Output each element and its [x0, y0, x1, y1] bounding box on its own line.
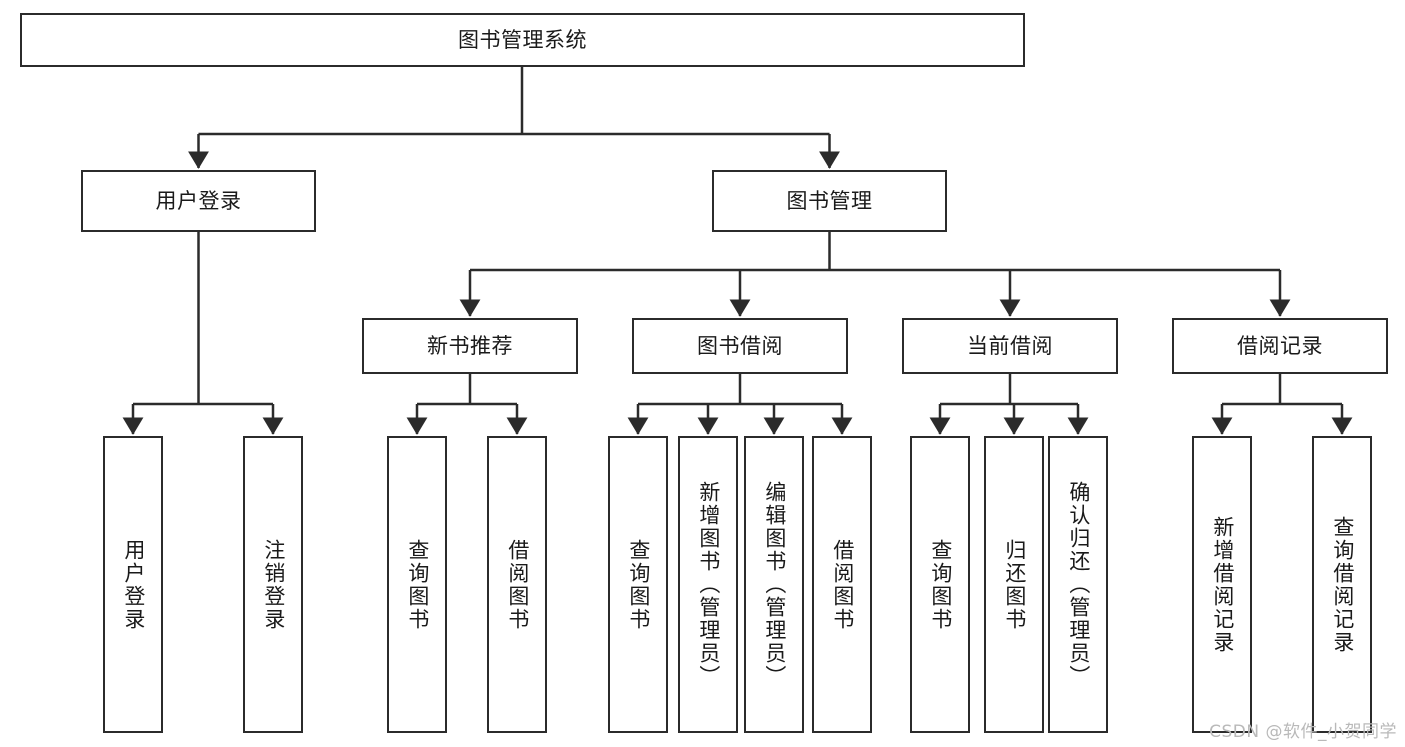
node-book-borrow[interactable]: 图书借阅 [632, 318, 848, 374]
node-label-root: 图书管理系统 [458, 27, 587, 52]
watermark-text: CSDN @软件_小贺同学 [1209, 722, 1397, 742]
node-leaf-user-login[interactable]: 用户登录 [103, 436, 163, 733]
node-leaf-add-book[interactable]: 新增图书（管理员） [678, 436, 738, 733]
node-label-leaf-edit-book: 编辑图书（管理员） [762, 481, 787, 688]
node-new-book-recommend[interactable]: 新书推荐 [362, 318, 578, 374]
node-leaf-query-book-3[interactable]: 查询图书 [910, 436, 970, 733]
node-leaf-query-book-1[interactable]: 查询图书 [387, 436, 447, 733]
node-label-leaf-user-login: 用户登录 [121, 538, 146, 631]
node-leaf-confirm-return[interactable]: 确认归还（管理员） [1048, 436, 1108, 733]
node-leaf-add-record[interactable]: 新增借阅记录 [1192, 436, 1252, 733]
node-label-leaf-user-logout: 注销登录 [261, 538, 286, 631]
node-label-leaf-add-record: 新增借阅记录 [1210, 515, 1235, 654]
node-label-user-login: 用户登录 [155, 188, 242, 213]
node-label-current-borrow: 当前借阅 [967, 333, 1053, 358]
node-borrow-record[interactable]: 借阅记录 [1172, 318, 1388, 374]
node-leaf-return-book[interactable]: 归还图书 [984, 436, 1044, 733]
node-leaf-query-book-2[interactable]: 查询图书 [608, 436, 668, 733]
node-leaf-borrow-book-2[interactable]: 借阅图书 [812, 436, 872, 733]
node-label-leaf-query-book-3: 查询图书 [928, 538, 953, 631]
node-current-borrow[interactable]: 当前借阅 [902, 318, 1118, 374]
node-label-book-management: 图书管理 [786, 188, 873, 213]
node-label-book-borrow: 图书借阅 [697, 333, 783, 358]
node-label-leaf-confirm-return: 确认归还（管理员） [1066, 481, 1091, 688]
node-leaf-query-record[interactable]: 查询借阅记录 [1312, 436, 1372, 733]
node-label-leaf-add-book: 新增图书（管理员） [696, 481, 721, 688]
node-root[interactable]: 图书管理系统 [20, 13, 1025, 67]
node-label-leaf-borrow-book-2: 借阅图书 [830, 538, 855, 631]
node-label-leaf-borrow-book-1: 借阅图书 [505, 538, 530, 631]
node-leaf-user-logout[interactable]: 注销登录 [243, 436, 303, 733]
node-label-borrow-record: 借阅记录 [1237, 333, 1323, 358]
node-label-leaf-return-book: 归还图书 [1002, 538, 1027, 631]
node-user-login[interactable]: 用户登录 [81, 170, 316, 232]
node-label-new-book-recommend: 新书推荐 [427, 333, 513, 358]
node-book-management[interactable]: 图书管理 [712, 170, 947, 232]
node-leaf-edit-book[interactable]: 编辑图书（管理员） [744, 436, 804, 733]
node-label-leaf-query-book-2: 查询图书 [626, 538, 651, 631]
node-leaf-borrow-book-1[interactable]: 借阅图书 [487, 436, 547, 733]
node-label-leaf-query-book-1: 查询图书 [405, 538, 430, 631]
node-label-leaf-query-record: 查询借阅记录 [1330, 515, 1355, 654]
